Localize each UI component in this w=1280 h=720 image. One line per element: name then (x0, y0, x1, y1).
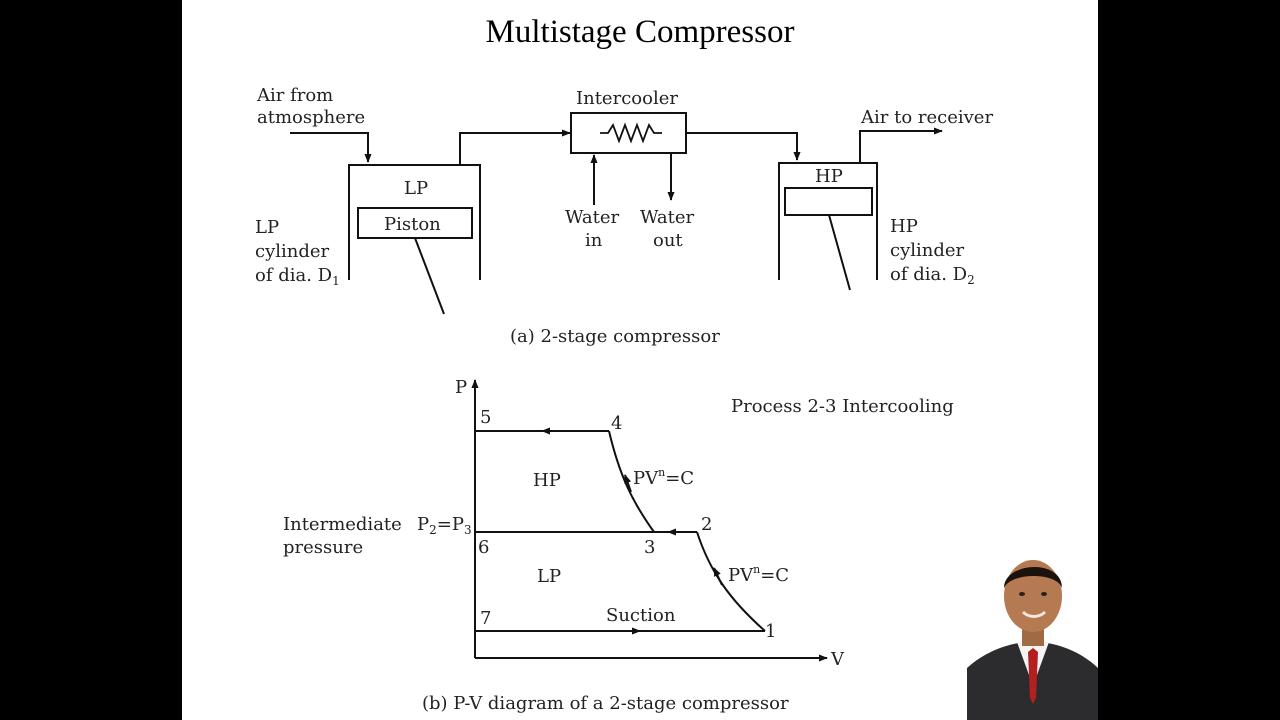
process-note: Process 2-3 Intercooling (731, 396, 954, 417)
pv-diagram (471, 379, 828, 662)
hp-label: HP (815, 166, 843, 187)
intermediate-label-line1: Intermediate (283, 514, 402, 535)
schematic-caption: (a) 2-stage compressor (510, 326, 720, 347)
curve-3-4-arrow (624, 474, 632, 493)
hp-piston (784, 187, 873, 216)
lp-dia-subscript: 1 (332, 274, 340, 288)
hp-cylinder-line1: HP (890, 216, 918, 237)
hp-connecting-rod (828, 214, 851, 291)
polytropic-lower-label: PVn=C (728, 563, 789, 586)
slide-title: Multistage Compressor (485, 14, 795, 50)
polytropic-upper-label: PVn=C (633, 466, 694, 489)
intercooler-label: Intercooler (576, 88, 678, 109)
point-1: 1 (765, 621, 776, 642)
point-3: 3 (644, 537, 655, 558)
hp-cylinder (778, 162, 878, 280)
intermediate-label-line2: pressure (283, 537, 363, 558)
inlet-pipe (290, 132, 372, 163)
hp-region-label: HP (533, 470, 561, 491)
lp-region-label: LP (537, 566, 561, 587)
outlet-pipe (859, 127, 943, 163)
p2-equals-p3-label: P2=P3 (417, 514, 472, 537)
diagram-canvas: Air from atmosphere Intercooler Air to r… (255, 85, 993, 714)
lp-to-intercooler-pipe (459, 129, 571, 165)
lp-cylinder-line1: LP (255, 217, 279, 238)
suction-label: Suction (606, 605, 676, 626)
hp-cylinder-line3: of dia. D2 (890, 264, 975, 287)
schematic-labels: Air from atmosphere Intercooler Air to r… (255, 85, 993, 347)
air-to-receiver-label: Air to receiver (860, 107, 993, 128)
atmosphere-label: atmosphere (257, 107, 365, 128)
presenter-video (967, 548, 1098, 720)
intercooler-to-hp-pipe (686, 132, 801, 161)
lp-cylinder-line3: of dia. D1 (255, 265, 340, 288)
air-from-label: Air from (256, 85, 333, 106)
schematic (290, 112, 943, 315)
p-axis-label: P (455, 377, 467, 398)
hp-cylinder-line2: cylinder (890, 240, 965, 261)
hp-dia-subscript: 2 (967, 273, 975, 287)
lp-cylinder (348, 164, 481, 280)
point-4: 4 (611, 413, 622, 434)
lp-cylinder-line2: cylinder (255, 241, 330, 262)
water-in-line2: in (585, 230, 603, 251)
water-out-line2: out (653, 230, 683, 251)
water-out-line1: Water (640, 207, 695, 228)
curve-3-4 (608, 430, 655, 533)
v-axis-label: V (830, 649, 845, 670)
pv-caption: (b) P-V diagram of a 2-stage compressor (422, 693, 789, 714)
lp-connecting-rod (414, 237, 445, 315)
slide: Multistage Compressor (182, 0, 1098, 720)
point-6: 6 (478, 537, 489, 558)
point-7: 7 (480, 608, 491, 629)
pv-labels: P V Process 2-3 Intercooling 5 4 2 3 6 7… (283, 377, 954, 714)
curve-1-2 (696, 531, 766, 632)
presenter-avatar-icon (967, 548, 1098, 720)
piston-label: Piston (384, 214, 441, 235)
intercooler-coil-icon (600, 122, 662, 144)
point-2: 2 (701, 514, 712, 535)
point-5: 5 (480, 407, 491, 428)
lp-label: LP (404, 178, 428, 199)
curve-1-2-arrow (713, 567, 723, 586)
water-in-line1: Water (565, 207, 620, 228)
